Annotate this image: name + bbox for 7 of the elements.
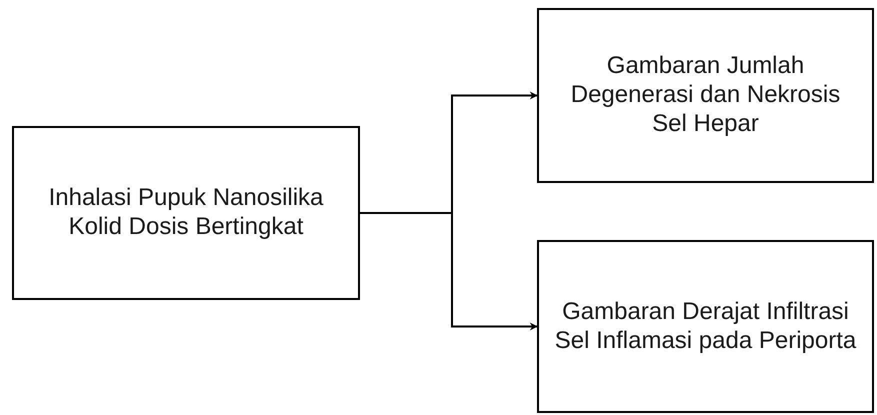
box-label: Gambaran Derajat Infiltrasi Sel Inflamasi pada Periporta [554, 298, 858, 356]
box-label: Inhalasi Pupuk Nanosilika Kolid Dosis Bertingkat [48, 184, 324, 242]
process-box [12, 126, 360, 300]
process-box [537, 240, 874, 413]
connector-arrow [360, 212, 538, 330]
box-label: Gambaran Jumlah Degenerasi dan Nekrosis Sel Hepar [570, 52, 842, 139]
process-box [537, 8, 874, 183]
